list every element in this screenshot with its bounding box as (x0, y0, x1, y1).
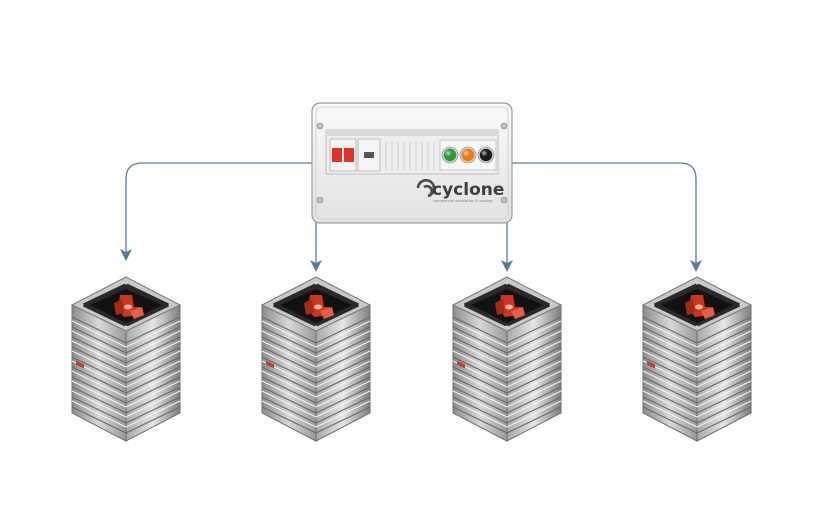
connector-to-unit-1 (120, 162, 312, 261)
cyclone-logo: cyclone commercial ventilation & cooling (416, 179, 504, 203)
fan-unit-graphic (452, 276, 562, 442)
fan-unit-graphic (642, 276, 752, 442)
circuit-breaker (329, 138, 381, 172)
fan-unit-4 (642, 276, 752, 442)
fan-unit-graphic (261, 276, 371, 442)
connector-to-unit-4 (512, 162, 702, 272)
brand-name: cyclone (432, 180, 504, 200)
orange-indicator-light (459, 146, 477, 164)
fan-unit-1 (71, 276, 181, 442)
fan-unit-2 (261, 276, 371, 442)
black-indicator-light (477, 146, 495, 164)
fan-unit-graphic (71, 276, 181, 442)
fan-unit-3 (452, 276, 562, 442)
connector-lines (120, 162, 702, 272)
control-box: cyclone commercial ventilation & cooling (311, 102, 513, 224)
green-indicator-light (441, 146, 459, 164)
brand-tagline: commercial ventilation & cooling (433, 199, 492, 203)
